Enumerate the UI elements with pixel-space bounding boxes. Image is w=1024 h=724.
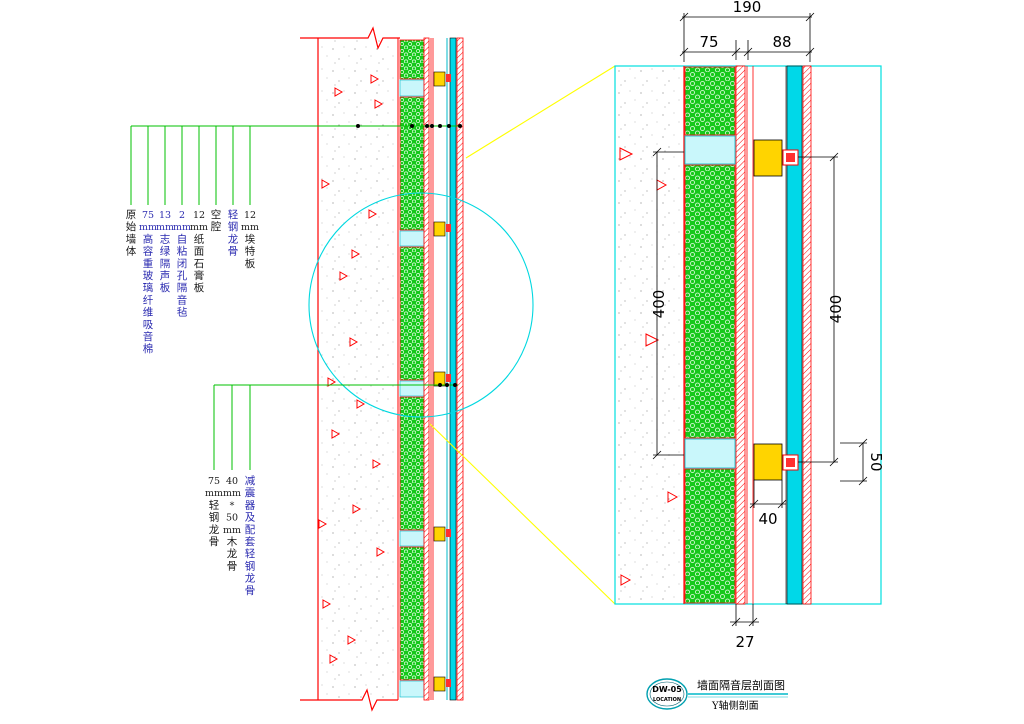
detail-link-bottom xyxy=(429,423,616,605)
acoustic-board xyxy=(423,37,430,701)
dim-bottom-width: 27 xyxy=(735,633,754,651)
detail-cement-board xyxy=(802,65,812,605)
detail-insulation-top xyxy=(684,66,736,136)
concrete-aggregate xyxy=(318,74,386,664)
detail-acoustic-board xyxy=(735,65,746,605)
detail-stud-lower xyxy=(753,443,783,481)
leader-lines-lower xyxy=(213,384,458,470)
dim-board-width: 75 xyxy=(699,33,718,51)
detail-gap-lower xyxy=(684,438,736,469)
stud-blocks xyxy=(433,71,451,692)
detail-aggregate xyxy=(619,147,679,586)
detail-gap-upper xyxy=(684,135,736,165)
badge-sub: LOCATION xyxy=(653,697,681,703)
callout-left-callouts-5: 空腔 xyxy=(211,208,222,233)
insulation-strips xyxy=(399,39,425,681)
left-section xyxy=(300,26,616,712)
detail-insulation-bottom xyxy=(684,468,736,604)
break-line-bottom xyxy=(300,688,398,712)
callout-lower-callouts-2: 减震器及配套轻钢龙骨 xyxy=(245,475,256,597)
dim-spacing-right: 400 xyxy=(827,295,845,324)
dim-right-width: 88 xyxy=(772,33,791,51)
callout-left-callouts-6: 轻钢龙骨 xyxy=(228,208,239,258)
dim-stud-height: 50 xyxy=(867,452,885,471)
detail-link-top xyxy=(465,65,616,159)
title-block: DW-05 LOCATION 墙面隔音层剖面图 Y轴侧剖面 xyxy=(646,678,788,712)
drawing-subtitle: Y轴侧剖面 xyxy=(711,699,759,712)
detail-insulation-middle xyxy=(684,164,736,439)
break-line-top xyxy=(300,26,400,50)
leader-dots-lower xyxy=(438,383,457,387)
cavity-cyan-band xyxy=(449,37,457,701)
detail-stud-upper xyxy=(753,139,783,177)
leader-lines-upper xyxy=(130,125,462,205)
cavity-gaps xyxy=(399,79,425,698)
detail-circle xyxy=(308,192,534,418)
detail-view xyxy=(614,65,882,605)
dimension-lines xyxy=(652,12,868,627)
callout-left-callouts-0: 原始墙体 xyxy=(126,209,137,258)
dim-total-width: 190 xyxy=(733,0,762,16)
detail-cyan-band xyxy=(786,65,803,605)
original-wall xyxy=(318,38,398,700)
badge-code: DW-05 xyxy=(652,685,682,694)
leader-dots-upper xyxy=(356,124,462,128)
dimension-texts: 190 75 88 400 400 50 40 27 xyxy=(650,0,885,651)
drawing-title: 墙面隔音层剖面图 xyxy=(697,678,785,692)
cement-board xyxy=(456,37,464,701)
dim-stud-width: 40 xyxy=(758,510,777,528)
dim-spacing-left: 400 xyxy=(650,290,668,319)
